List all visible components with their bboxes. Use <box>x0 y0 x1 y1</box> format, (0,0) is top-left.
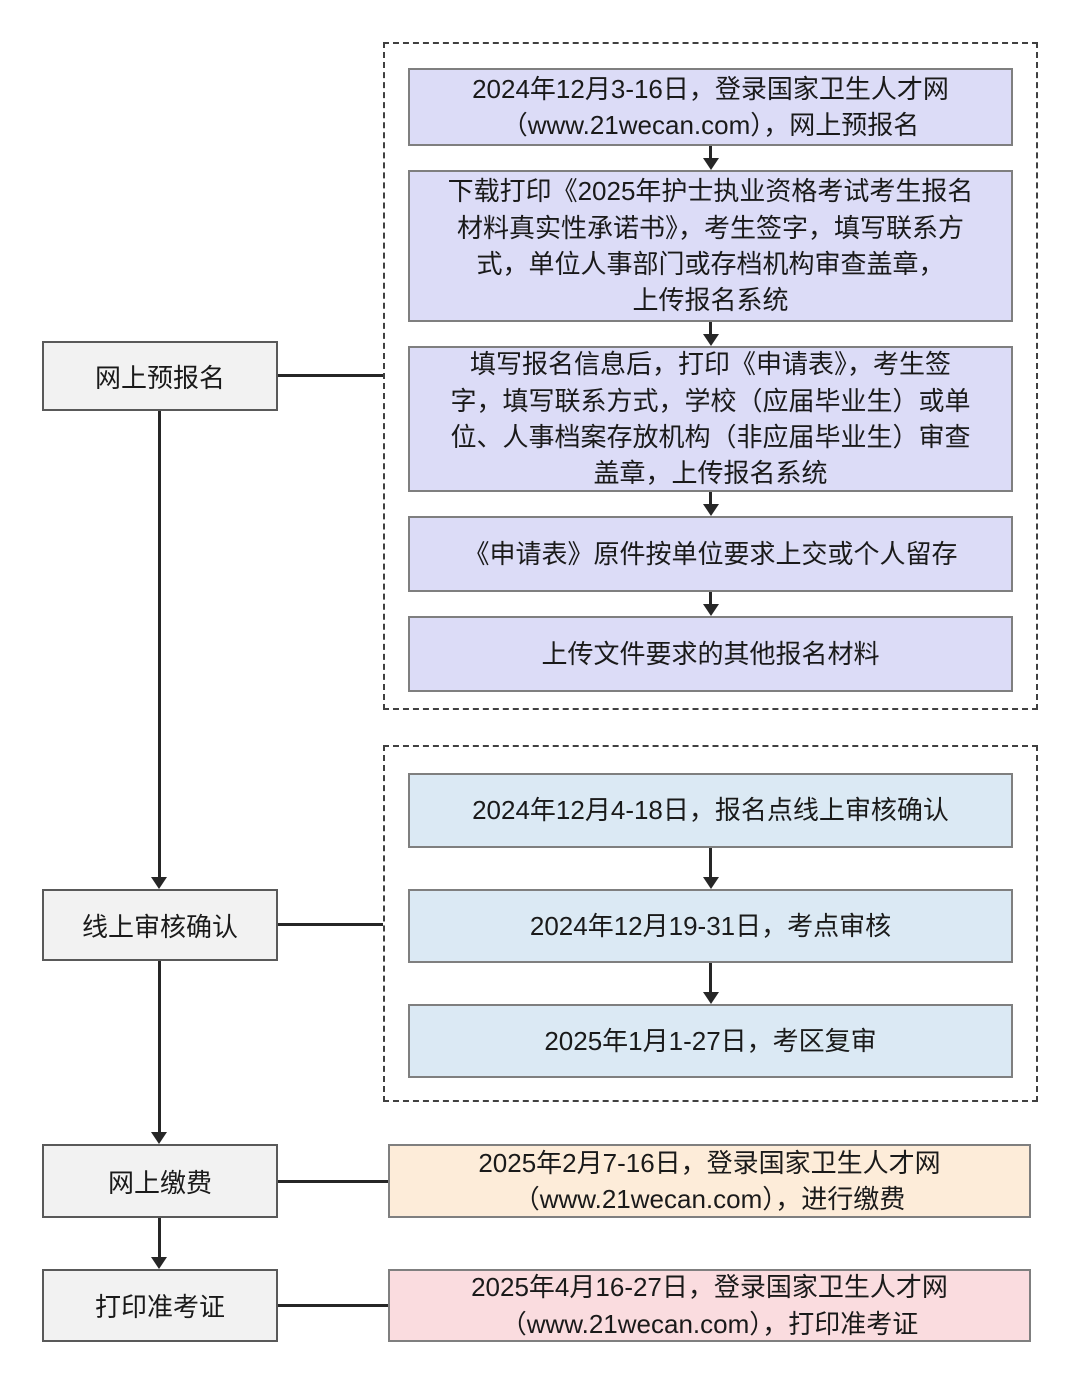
payment-detail-box: 2025年2月7-16日，登录国家卫生人才网 （www.21wecan.com）… <box>388 1144 1031 1218</box>
down-arrow-icon <box>702 146 719 170</box>
stage-online-payment: 网上缴费 <box>42 1144 278 1218</box>
down-arrow-icon <box>702 963 719 1004</box>
connector-stage2-stage3 <box>158 961 161 1132</box>
review-steps-group: 2024年12月4-18日，报名点线上审核确认 2024年12月19-31日，考… <box>383 745 1038 1102</box>
ticket-detail-box: 2025年4月16-27日，登录国家卫生人才网 （www.21wecan.com… <box>388 1269 1031 1342</box>
down-arrow-icon <box>702 848 719 889</box>
step-box-exam-point-review: 2024年12月19-31日，考点审核 <box>408 889 1013 963</box>
stage-print-admission-ticket: 打印准考证 <box>42 1269 278 1342</box>
arrowhead-down-icon <box>151 1257 167 1269</box>
stage-online-review-confirm: 线上审核确认 <box>42 889 278 961</box>
connector-stage4-ticket <box>278 1304 388 1307</box>
step-box-preregister-dates: 2024年12月3-16日，登录国家卫生人才网 （www.21wecan.com… <box>408 68 1013 146</box>
step-box-form-original: 《申请表》原件按单位要求上交或个人留存 <box>408 516 1013 592</box>
connector-stage3-stage4 <box>158 1218 161 1257</box>
connector-stage3-payment <box>278 1180 388 1183</box>
step-box-other-materials: 上传文件要求的其他报名材料 <box>408 616 1013 692</box>
stage-online-preregistration: 网上预报名 <box>42 341 278 411</box>
connector-stage1-stage2 <box>158 411 161 877</box>
down-arrow-icon <box>702 322 719 346</box>
down-arrow-icon <box>702 492 719 516</box>
arrowhead-down-icon <box>151 877 167 889</box>
arrowhead-down-icon <box>151 1132 167 1144</box>
step-box-commitment-letter: 下载打印《2025年护士执业资格考试考生报名 材料真实性承诺书》，考生签字，填写… <box>408 170 1013 322</box>
connector-stage2-group2 <box>278 923 383 926</box>
connector-stage1-group1 <box>278 374 383 377</box>
down-arrow-icon <box>702 592 719 616</box>
preregistration-steps-group: 2024年12月3-16日，登录国家卫生人才网 （www.21wecan.com… <box>383 42 1038 710</box>
step-box-exam-area-recheck: 2025年1月1-27日，考区复审 <box>408 1004 1013 1078</box>
step-box-application-form: 填写报名信息后，打印《申请表》，考生签 字，填写联系方式，学校（应届毕业生）或单… <box>408 346 1013 492</box>
step-box-site-review: 2024年12月4-18日，报名点线上审核确认 <box>408 773 1013 848</box>
